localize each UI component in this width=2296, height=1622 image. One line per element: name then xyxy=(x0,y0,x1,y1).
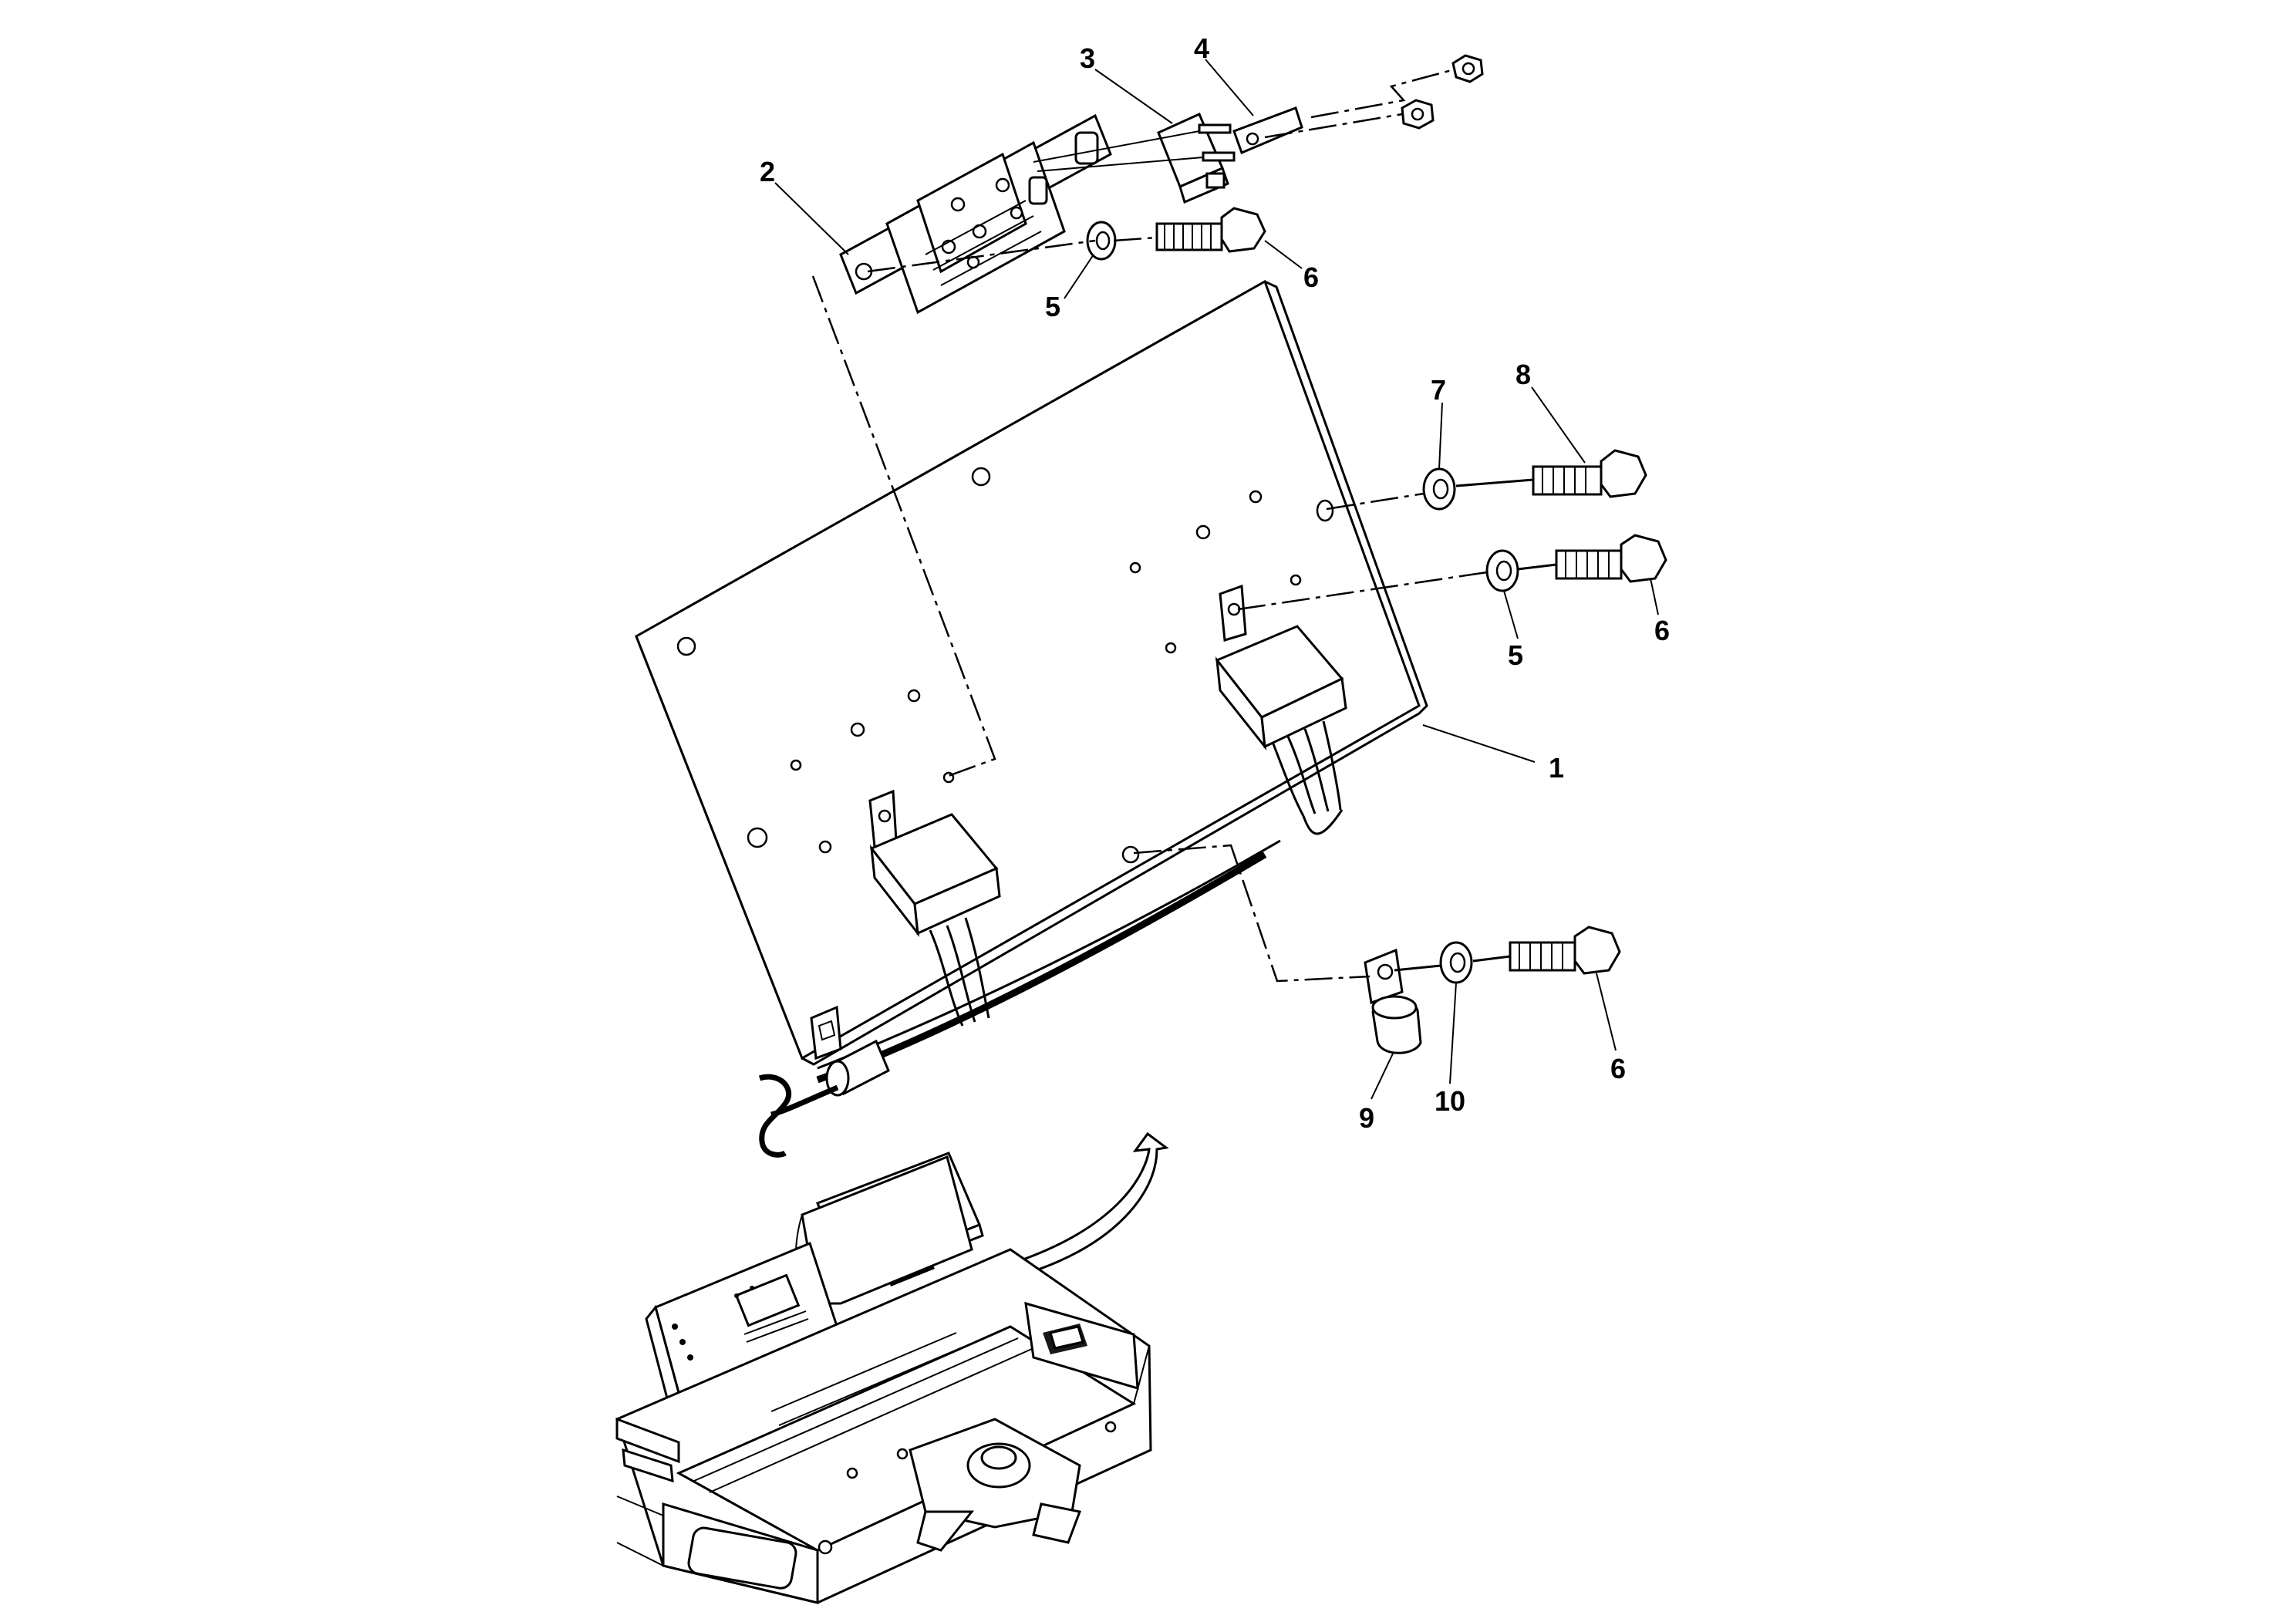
callout-labels: 1 2 3 4 5 5 6 6 6 7 8 9 10 xyxy=(760,32,1670,1134)
callout-3: 3 xyxy=(1080,42,1095,74)
wiring-harness xyxy=(758,809,1344,1158)
callout-5-top: 5 xyxy=(1045,291,1060,322)
clip-9 xyxy=(1364,948,1422,1054)
callout-8: 8 xyxy=(1515,359,1531,390)
panel-holes xyxy=(676,467,1334,864)
bolt-6-top xyxy=(1155,207,1266,253)
bolt-8 xyxy=(1532,449,1647,498)
leader-lines xyxy=(774,59,1659,1100)
terminal-block xyxy=(839,113,1112,315)
callout-5-middle: 5 xyxy=(1508,639,1523,671)
washer-7 xyxy=(1422,467,1456,511)
nut-lower xyxy=(1401,99,1435,130)
relay-left xyxy=(868,789,1001,1027)
bolt-6-bottom xyxy=(1509,926,1621,975)
washer-10 xyxy=(1439,941,1473,984)
callout-10: 10 xyxy=(1435,1085,1465,1117)
chassis-locator-view xyxy=(615,1131,1169,1604)
washer-5-middle xyxy=(1485,549,1519,592)
callout-6-bottom: 6 xyxy=(1610,1053,1626,1084)
callout-1: 1 xyxy=(1549,752,1564,784)
mounting-panel xyxy=(635,279,1428,1158)
link-strip xyxy=(1232,106,1303,155)
relay-right xyxy=(1215,584,1347,817)
circuit-breaker xyxy=(1033,113,1236,204)
callout-6-middle: 6 xyxy=(1654,615,1670,646)
location-arrow-icon xyxy=(960,1131,1169,1288)
callout-4: 4 xyxy=(1194,32,1209,64)
callout-2: 2 xyxy=(760,156,775,187)
callout-6-top: 6 xyxy=(1303,261,1319,293)
callout-7: 7 xyxy=(1431,374,1446,406)
bolt-6-middle xyxy=(1555,534,1667,583)
callout-9: 9 xyxy=(1359,1102,1374,1134)
nut-top xyxy=(1451,54,1484,83)
